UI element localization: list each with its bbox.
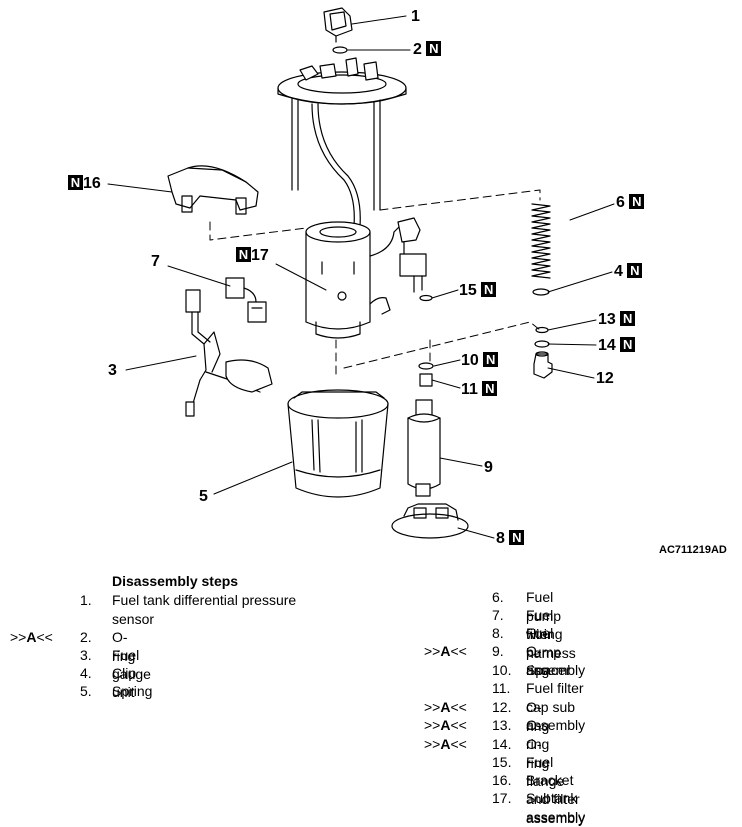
- new-part-badge: N: [629, 194, 645, 209]
- step-text: Clip: [112, 665, 137, 681]
- callout-8: 8 N: [496, 530, 525, 548]
- disassembly-steps: Disassembly steps 1. Fuel tank different…: [0, 568, 742, 826]
- new-part-badge: N: [426, 41, 442, 56]
- callout-3: 3: [108, 362, 117, 379]
- step-text: O-ring: [112, 629, 136, 664]
- step-number: 9.: [492, 643, 504, 659]
- new-part-badge: N: [481, 282, 497, 297]
- subtank-assembly-17-part: [305, 221, 401, 339]
- step-number: 5.: [80, 683, 92, 699]
- callout-13: 13 N: [598, 311, 636, 329]
- new-part-badge: N: [483, 352, 499, 367]
- new-part-badge: N: [68, 175, 83, 190]
- new-part-badge: N: [620, 337, 636, 352]
- o-ring-13-part: [535, 326, 549, 334]
- step-number: 3.: [80, 647, 92, 663]
- step-number: 16.: [492, 772, 512, 788]
- fuel-filter-7-part: [225, 277, 267, 323]
- procedure-mark: >>A<<: [424, 717, 467, 733]
- filter-assembly-15-part: [397, 217, 433, 302]
- callout-1: 1: [411, 8, 420, 25]
- step-number: 7.: [492, 607, 504, 623]
- callout-15: 15 N: [459, 282, 497, 300]
- new-part-badge: N: [627, 263, 643, 278]
- step-text: Fuel pump assembly: [526, 625, 586, 678]
- figure-id: AC711219AD: [659, 544, 727, 556]
- callout-10: 10 N: [461, 352, 499, 370]
- callout-4: 4 N: [614, 263, 643, 281]
- callout-5: 5: [199, 488, 208, 505]
- new-part-badge: N: [482, 381, 498, 396]
- step-number: 17.: [492, 790, 512, 806]
- step-text: Bracket: [526, 772, 574, 788]
- step-text: Fuel filter cap sub assembly: [526, 680, 586, 733]
- step-number: 11.: [492, 680, 511, 696]
- exploded-view-diagram: [107, 7, 615, 539]
- procedure-mark: >>A<<: [424, 699, 467, 715]
- step-text: O-ring: [526, 643, 550, 678]
- callout-12: 12: [596, 370, 614, 387]
- step-text: O-ring: [526, 699, 550, 734]
- step-text: Spring: [112, 683, 153, 699]
- filter-cap-11-part: [419, 373, 433, 387]
- callout-2: 2 N: [413, 41, 442, 59]
- step-text: Fuel filter: [526, 607, 554, 642]
- procedure-mark: >>A<<: [10, 629, 53, 645]
- spacer-10-part: [418, 362, 434, 370]
- fuel-pump-9-part: [407, 399, 441, 497]
- step-number: 4.: [80, 665, 92, 681]
- steps-heading: Disassembly steps: [112, 573, 239, 589]
- new-part-badge: N: [620, 311, 636, 326]
- step-number: 12.: [492, 699, 512, 715]
- callout-11: 11 N: [461, 381, 498, 399]
- fitting-12-part: [533, 351, 553, 379]
- new-part-badge: N: [509, 530, 525, 545]
- fuel-gauge-unit-3-part: [185, 289, 273, 417]
- subtank-housing-5-part: [287, 389, 389, 498]
- step-number: 2.: [80, 629, 92, 645]
- step-text: Subtank assembly: [526, 790, 586, 825]
- callout-7: 7: [151, 253, 160, 270]
- new-part-badge: N: [236, 247, 251, 262]
- spring-6-part: [531, 203, 551, 279]
- bracket-16-part: [167, 165, 259, 215]
- step-number: 10.: [492, 662, 512, 678]
- procedure-mark: >>A<<: [424, 643, 467, 659]
- pressure-sensor-part: [323, 7, 353, 43]
- step-text: Spacer: [526, 662, 571, 678]
- step-number: 15.: [492, 754, 512, 770]
- o-ring-2-part: [332, 46, 348, 54]
- pump-base-8-part: [391, 503, 469, 539]
- step-number: 13.: [492, 717, 512, 733]
- callout-9: 9: [484, 459, 493, 476]
- step-text: O-ring: [526, 736, 550, 771]
- o-ring-14-part: [534, 340, 550, 348]
- clip-4-part: [532, 288, 550, 296]
- step-text: Fuel tank differential pressure sensor: [112, 592, 297, 627]
- step-text: Fuel pump wiring harness: [526, 589, 576, 661]
- callout-6: 6 N: [616, 194, 645, 212]
- step-number: 8.: [492, 625, 504, 641]
- step-number: 1.: [80, 592, 92, 608]
- fuel-flange-part: [277, 57, 407, 227]
- step-text: O-ring: [526, 717, 550, 752]
- procedure-mark: >>A<<: [424, 736, 467, 752]
- step-text: Fuel flange and filter assembly: [526, 754, 586, 826]
- step-text: Fuel gauge unit: [112, 647, 151, 700]
- step-number: 14.: [492, 736, 512, 752]
- step-number: 6.: [492, 589, 504, 605]
- callout-14: 14 N: [598, 337, 636, 355]
